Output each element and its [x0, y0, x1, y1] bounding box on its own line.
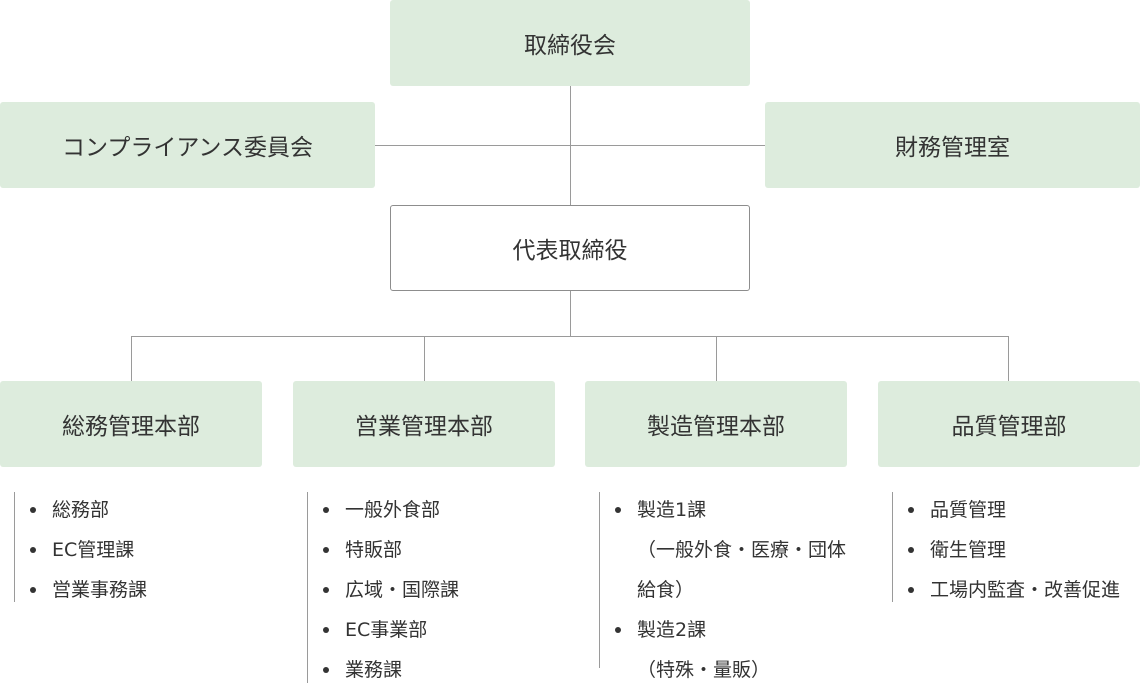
board-to-ceo-line [570, 86, 571, 206]
list-item: EC事業部 [321, 610, 459, 650]
dept-drop-line-1 [131, 336, 132, 381]
sub-list-bar-3 [599, 492, 600, 668]
list-item: 衛生管理 [906, 530, 1120, 570]
dept-box-sales: 営業管理本部 [293, 381, 555, 467]
sub-list-quality: 品質管理 衛生管理 工場内監査・改善促進 [906, 490, 1120, 610]
list-item: 製造2課 （特殊・量販） [613, 610, 846, 690]
finance-office-box: 財務管理室 [765, 102, 1140, 188]
board-box: 取締役会 [390, 0, 750, 86]
list-item: 営業事務課 [28, 570, 147, 610]
committee-crossline [375, 145, 765, 146]
dept-title: 総務管理本部 [62, 414, 200, 440]
dept-drop-line-4 [1008, 336, 1009, 381]
ceo-box: 代表取締役 [390, 205, 750, 291]
list-item: 一般外食部 [321, 490, 459, 530]
board-label: 取締役会 [524, 33, 616, 59]
departments-hline [131, 336, 1009, 337]
dept-title: 品質管理部 [951, 414, 1067, 440]
ceo-to-departments-line [570, 290, 571, 337]
compliance-committee-label: コンプライアンス委員会 [62, 135, 313, 161]
dept-box-general-affairs: 総務管理本部 [0, 381, 262, 467]
dept-drop-line-3 [716, 336, 717, 381]
finance-office-label: 財務管理室 [895, 135, 1010, 161]
list-item: 工場内監査・改善促進 [906, 570, 1120, 610]
list-item: 広域・国際課 [321, 570, 459, 610]
compliance-committee-box: コンプライアンス委員会 [0, 102, 375, 188]
list-item: 総務部 [28, 490, 147, 530]
dept-box-quality: 品質管理部 [878, 381, 1140, 467]
list-item: 製造1課 （一般外食・医療・団体 給食） [613, 490, 846, 610]
dept-title: 営業管理本部 [355, 414, 493, 440]
sub-list-sales: 一般外食部 特販部 広域・国際課 EC事業部 業務課 [321, 490, 459, 690]
sub-list-manufacturing: 製造1課 （一般外食・医療・団体 給食） 製造2課 （特殊・量販） [613, 490, 846, 690]
sub-list-bar-4 [892, 492, 893, 602]
dept-title: 製造管理本部 [647, 414, 785, 440]
list-item: 業務課 [321, 650, 459, 690]
list-item: 品質管理 [906, 490, 1120, 530]
list-item: 特販部 [321, 530, 459, 570]
dept-box-manufacturing: 製造管理本部 [585, 381, 847, 467]
dept-drop-line-2 [424, 336, 425, 381]
sub-list-bar-2 [307, 492, 308, 683]
sub-list-general-affairs: 総務部 EC管理課 営業事務課 [28, 490, 147, 610]
sub-list-bar-1 [14, 492, 15, 602]
ceo-label: 代表取締役 [512, 238, 628, 264]
list-item: EC管理課 [28, 530, 147, 570]
